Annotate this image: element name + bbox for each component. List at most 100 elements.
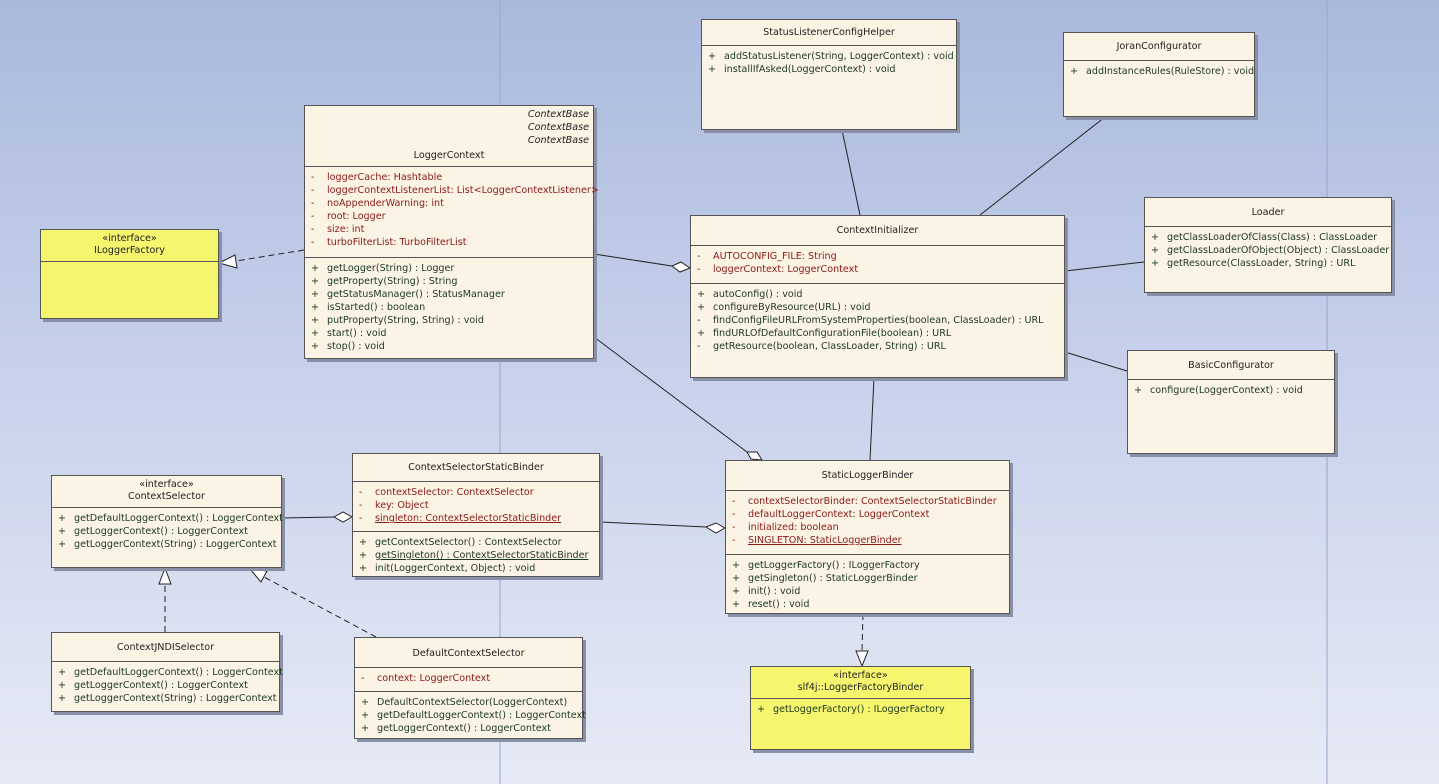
method-row[interactable]: +getLoggerFactory() : ILoggerFactory: [757, 704, 945, 715]
method-row[interactable]: +addStatusListener(String, LoggerContext…: [708, 51, 954, 62]
method-row[interactable]: +installIfAsked(LoggerContext) : void: [708, 64, 896, 75]
association-connector[interactable]: [869, 377, 875, 461]
method-row[interactable]: +getLoggerContext() : LoggerContext: [58, 526, 248, 537]
method-row[interactable]: +configure(LoggerContext) : void: [1134, 385, 1303, 396]
attribute-row[interactable]: -size: int: [311, 224, 365, 235]
stereotype: «interface»: [139, 479, 194, 490]
class-loggercontext[interactable]: ContextBase ContextBase ContextBase Logg…: [304, 105, 599, 359]
method-row[interactable]: +getStatusManager() : StatusManager: [311, 289, 505, 300]
realization-connector[interactable]: [263, 576, 377, 638]
method-row[interactable]: +putProperty(String, String) : void: [311, 315, 485, 326]
method-row[interactable]: +getDefaultLoggerContext() : LoggerConte…: [58, 667, 283, 678]
method-row[interactable]: +isStarted() : boolean: [311, 302, 426, 313]
aggregation-connector[interactable]: [593, 336, 748, 453]
attribute-row[interactable]: -AUTOCONFIG_FILE: String: [697, 251, 837, 262]
aggregation-connector[interactable]: [281, 516, 335, 519]
method-row[interactable]: +getLogger(String) : Logger: [311, 263, 455, 274]
method-row[interactable]: +getSingleton() : StaticLoggerBinder: [732, 573, 918, 584]
method-row[interactable]: +getContextSelector() : ContextSelector: [359, 537, 562, 548]
attribute-row[interactable]: -initialized: boolean: [732, 522, 839, 533]
attribute-row[interactable]: -SINGLETON: StaticLoggerBinder: [732, 535, 902, 546]
method-row[interactable]: +getLoggerContext(String) : LoggerContex…: [58, 539, 277, 550]
association-connector[interactable]: [841, 129, 861, 216]
class-defaultcontextselector[interactable]: DefaultContextSelector -context: LoggerC…: [354, 637, 586, 739]
class-contextinitializer[interactable]: ContextInitializer -AUTOCONFIG_FILE: Str…: [690, 215, 1065, 378]
method-row[interactable]: +DefaultContextSelector(LoggerContext): [361, 697, 568, 708]
class-header: ContextJNDISelector: [52, 633, 279, 662]
class-contextselectorstaticbinder[interactable]: ContextSelectorStaticBinder -contextSele…: [352, 453, 600, 577]
methods-section: +getContextSelector() : ContextSelector …: [353, 531, 599, 579]
class-header: ContextInitializer: [691, 216, 1064, 246]
class-loggerfactorybinder[interactable]: «interface» slf4j::LoggerFactoryBinder +…: [750, 666, 971, 750]
method-row[interactable]: +reset() : void: [732, 599, 810, 610]
attribute-row[interactable]: -loggerCache: Hashtable: [311, 172, 443, 183]
attribute-row[interactable]: -contextSelectorBinder: ContextSelectorS…: [732, 496, 997, 507]
method-row[interactable]: +getResource(ClassLoader, String) : URL: [1151, 258, 1356, 269]
class-name: DefaultContextSelector: [412, 648, 525, 659]
attributes-section: -context: LoggerContext: [355, 668, 582, 691]
method-row[interactable]: +autoConfig() : void: [697, 289, 803, 300]
attribute-row[interactable]: -defaultLoggerContext: LoggerContext: [732, 509, 930, 520]
association-connector[interactable]: [1064, 351, 1128, 372]
class-name: ILoggerFactory: [94, 245, 165, 256]
class-name: ContextSelectorStaticBinder: [408, 462, 544, 473]
method-row[interactable]: +getDefaultLoggerContext() : LoggerConte…: [361, 710, 586, 721]
aggregation-diamond: [704, 522, 727, 534]
realization-connector[interactable]: [861, 613, 864, 652]
method-row[interactable]: +getLoggerContext(String) : LoggerContex…: [58, 693, 277, 704]
association-connector[interactable]: [979, 116, 1106, 216]
method-row[interactable]: +stop() : void: [311, 341, 385, 352]
class-contextselector[interactable]: «interface» ContextSelector +getDefaultL…: [51, 475, 283, 568]
class-staticloggerbinder[interactable]: StaticLoggerBinder -contextSelectorBinde…: [725, 460, 1010, 614]
class-header: «interface» slf4j::LoggerFactoryBinder: [751, 667, 970, 699]
method-row[interactable]: +getSingleton() : ContextSelectorStaticB…: [359, 550, 589, 561]
realization-arrowhead: [217, 254, 238, 269]
attribute-row[interactable]: -loggerContextListenerList: List<LoggerC…: [311, 185, 599, 196]
method-row[interactable]: -getResource(boolean, ClassLoader, Strin…: [697, 341, 946, 352]
attribute-row[interactable]: -context: LoggerContext: [361, 673, 491, 684]
class-iloggerfactory[interactable]: «interface» ILoggerFactory: [40, 229, 219, 319]
method-row[interactable]: +findURLOfDefaultConfigurationFile(boole…: [697, 328, 952, 339]
methods-section: +getLogger(String) : Logger +getProperty…: [305, 257, 593, 357]
class-basicconfigurator[interactable]: BasicConfigurator +configure(LoggerConte…: [1127, 350, 1335, 454]
aggregation-connector[interactable]: [593, 253, 673, 267]
methods-section: +addInstanceRules(RuleStore) : void: [1064, 61, 1254, 82]
method-row[interactable]: +start() : void: [311, 328, 387, 339]
method-row[interactable]: -findConfigFileURLFromSystemProperties(b…: [697, 315, 1044, 326]
method-row[interactable]: +getProperty(String) : String: [311, 276, 458, 287]
attribute-row[interactable]: -loggerContext: LoggerContext: [697, 264, 859, 275]
methods-section: +addStatusListener(String, LoggerContext…: [702, 46, 956, 80]
method-row[interactable]: +init(LoggerContext, Object) : void: [359, 563, 536, 574]
realization-connector[interactable]: [235, 249, 305, 262]
attributes-section: -contextSelector: ContextSelector -key: …: [353, 482, 599, 531]
attribute-row[interactable]: -singleton: ContextSelectorStaticBinder: [359, 513, 562, 524]
base-class: ContextBase: [527, 109, 589, 120]
class-loader[interactable]: Loader +getClassLoaderOfClass(Class) : C…: [1144, 197, 1392, 293]
method-row[interactable]: +getClassLoaderOfObject(Object) : ClassL…: [1151, 245, 1390, 256]
method-row[interactable]: +addInstanceRules(RuleStore) : void: [1070, 66, 1255, 77]
class-header: «interface» ContextSelector: [52, 476, 281, 508]
attribute-row[interactable]: -contextSelector: ContextSelector: [359, 487, 534, 498]
attribute-row[interactable]: -noAppenderWarning: int: [311, 198, 444, 209]
method-row[interactable]: +getLoggerFactory() : ILoggerFactory: [732, 560, 920, 571]
method-row[interactable]: +configureByResource(URL) : void: [697, 302, 871, 313]
class-contextjndiselector[interactable]: ContextJNDISelector +getDefaultLoggerCon…: [51, 632, 283, 712]
attribute-row[interactable]: -root: Logger: [311, 211, 386, 222]
method-row[interactable]: +getDefaultLoggerContext() : LoggerConte…: [58, 513, 283, 524]
methods-section: +getLoggerFactory() : ILoggerFactory: [751, 699, 970, 720]
method-row[interactable]: +getLoggerContext() : LoggerContext: [58, 680, 248, 691]
base-class: ContextBase: [527, 122, 589, 133]
class-statuslistenerconfighelper[interactable]: StatusListenerConfigHelper +addStatusLis…: [701, 19, 957, 130]
class-header: StaticLoggerBinder: [726, 461, 1009, 491]
class-joranconfigurator[interactable]: JoranConfigurator +addInstanceRules(Rule…: [1063, 32, 1255, 117]
method-row[interactable]: +init() : void: [732, 586, 801, 597]
method-row[interactable]: +getLoggerContext() : LoggerContext: [361, 723, 551, 734]
attribute-row[interactable]: -turboFilterList: TurboFilterList: [311, 237, 467, 248]
aggregation-diamond: [332, 511, 354, 523]
class-name: JoranConfigurator: [1116, 41, 1202, 52]
aggregation-connector[interactable]: [599, 521, 707, 528]
association-connector[interactable]: [1064, 261, 1145, 272]
class-name: BasicConfigurator: [1188, 360, 1274, 371]
attribute-row[interactable]: -key: Object: [359, 500, 429, 511]
method-row[interactable]: +getClassLoaderOfClass(Class) : ClassLoa…: [1151, 232, 1378, 243]
